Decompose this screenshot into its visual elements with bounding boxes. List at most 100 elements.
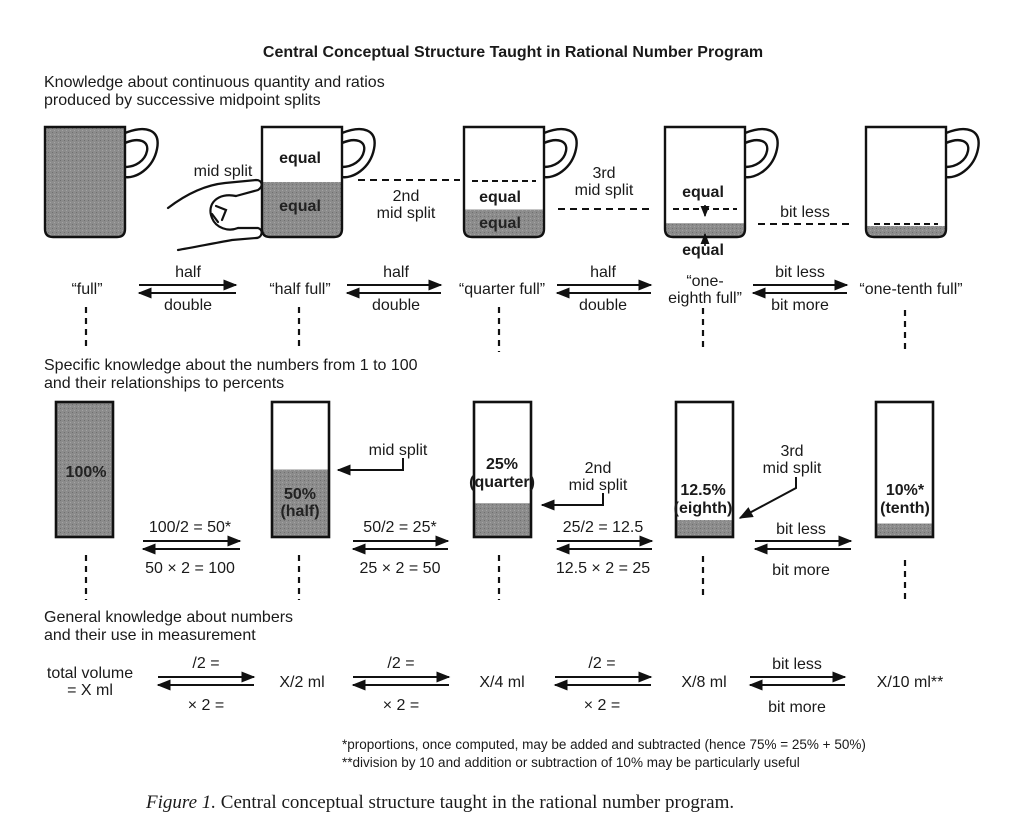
state-one-eighth-line2: eighth full”	[668, 290, 742, 307]
state-one-tenth-full: “one-tenth full”	[859, 281, 963, 298]
connector-2nd: 2nd	[392, 188, 420, 205]
value-x-over-8: X/8 ml	[681, 674, 727, 691]
footnote-1: *proportions, once computed, may be adde…	[342, 737, 866, 752]
row3-arrow4-backward: bit more	[768, 699, 826, 716]
arrow3-forward-label: half	[590, 264, 616, 281]
bar-fill	[56, 402, 113, 537]
connector-3rd-mid-split: mid split	[574, 182, 634, 199]
footnote-2: **division by 10 and addition or subtrac…	[342, 755, 800, 770]
pointer-arrow-mid-split	[336, 458, 404, 476]
mug4-label-bottom: equal	[682, 242, 724, 259]
bar-outline	[270, 400, 331, 539]
bar3-label2: (quarter)	[469, 474, 535, 491]
mug-handle-inner	[543, 139, 568, 169]
bar3-label1: 25%	[485, 456, 519, 473]
mug-1	[43, 125, 159, 239]
figure-caption: Figure 1. Central conceptual structure t…	[146, 792, 735, 813]
mug-outline	[462, 125, 546, 239]
mug-handle-icon	[124, 128, 159, 179]
mug-liquid	[866, 226, 946, 237]
value-x-over-10: X/10 ml**	[876, 674, 944, 691]
state-quarter-full: “quarter full”	[458, 281, 546, 298]
bar-outline	[472, 400, 533, 539]
arrow3-backward-label: double	[578, 297, 628, 314]
mug-liquid	[262, 182, 342, 237]
row2-arrow2-backward: 25 × 2 = 50	[359, 560, 441, 577]
pointer3-label2: mid split	[762, 460, 822, 477]
row1-heading-line2: produced by successive midpoint splits	[44, 92, 321, 109]
row3-arrow3-forward: /2 =	[588, 655, 616, 672]
bar-fill	[676, 520, 733, 537]
row3-arrow4-forward: bit less	[772, 656, 822, 673]
mug-liquid	[45, 127, 125, 237]
mug-handle-icon	[341, 128, 376, 179]
arrow4-forward-label: bit less	[775, 264, 825, 281]
arrow1-forward-label: half	[175, 264, 201, 281]
bar2-label2: (half)	[280, 503, 320, 520]
mug3-label-top: equal	[479, 189, 521, 206]
row3-arrow2-backward: × 2 =	[382, 697, 420, 714]
mug-handle-inner	[744, 139, 769, 169]
pointer3-label1: 3rd	[780, 443, 804, 460]
bar-fill	[876, 523, 933, 537]
row2-arrow2-forward: 50/2 = 25*	[363, 519, 437, 536]
value-x-over-2: X/2 ml	[279, 674, 325, 691]
mug-handle-inner	[945, 139, 970, 169]
row2-arrow4-forward: bit less	[776, 521, 826, 538]
arrow2-forward-label: half	[383, 264, 409, 281]
mug-2	[260, 125, 376, 239]
mug2-label-bottom: equal	[279, 198, 321, 215]
percent-bar-4	[674, 400, 735, 539]
row2-heading-line1: Specific knowledge about the numbers fro…	[44, 357, 418, 374]
bar5-label2: (tenth)	[880, 500, 930, 517]
mug-outline	[864, 125, 948, 239]
pointer-arrow-2nd-mid-split	[540, 493, 604, 511]
arrow1-backward-label: double	[163, 297, 213, 314]
bar-fill	[272, 469, 329, 537]
mug-4	[663, 125, 779, 246]
mug-liquid	[665, 223, 745, 237]
mug4-label-top: equal	[682, 184, 724, 201]
state-full: “full”	[71, 281, 103, 298]
total-volume-line1: total volume	[46, 665, 134, 682]
state-half-full: “half full”	[269, 281, 331, 298]
row2-arrow4-backward: bit more	[772, 562, 830, 579]
row1-heading-line1: Knowledge about continuous quantity and …	[44, 74, 385, 91]
connector-bit-less: bit less	[780, 204, 830, 221]
row3-arrow3-backward: × 2 =	[583, 697, 621, 714]
pointer2-label1: 2nd	[584, 460, 612, 477]
percent-bar-5	[874, 400, 935, 539]
pointer1-label: mid split	[368, 442, 428, 459]
row3-heading-line2: and their use in measurement	[44, 627, 256, 644]
connector-2nd-mid-split: mid split	[376, 205, 436, 222]
bar4-label1: 12.5%	[680, 482, 726, 499]
bar-outline	[874, 400, 935, 539]
mug2-label-top: equal	[279, 150, 321, 167]
mug-handle-inner	[124, 139, 149, 169]
row2-arrow3-backward: 12.5 × 2 = 25	[555, 560, 651, 577]
total-volume-line2: = X ml	[67, 682, 113, 699]
row2-arrow1-forward: 100/2 = 50*	[148, 519, 232, 536]
row3-arrow1-backward: × 2 =	[187, 697, 225, 714]
percent-bar-3	[472, 400, 533, 539]
mid-split-label: mid split	[193, 163, 253, 180]
row3-arrow1-forward: /2 =	[192, 655, 220, 672]
value-x-over-4: X/4 ml	[479, 674, 525, 691]
mug3-label-bottom: equal	[479, 215, 521, 232]
row3-arrow2-forward: /2 =	[387, 655, 415, 672]
mug-liquid	[464, 209, 544, 237]
mug-handle-icon	[945, 128, 980, 179]
mug-5	[864, 125, 980, 239]
caption-text: Central conceptual structure taught in t…	[220, 792, 735, 813]
percent-bar-1	[54, 400, 115, 539]
mug-3	[462, 125, 578, 239]
bar2-label1: 50%	[283, 486, 317, 503]
mug-handle-inner	[341, 139, 366, 169]
bar-outline	[54, 400, 115, 539]
arrow4-backward-label: bit more	[771, 297, 829, 314]
caption-label: Figure 1.	[146, 792, 217, 813]
row2-arrow3-forward: 25/2 = 12.5	[562, 519, 644, 536]
mug-outline	[663, 125, 747, 239]
row2-arrow1-backward: 50 × 2 = 100	[145, 560, 235, 577]
